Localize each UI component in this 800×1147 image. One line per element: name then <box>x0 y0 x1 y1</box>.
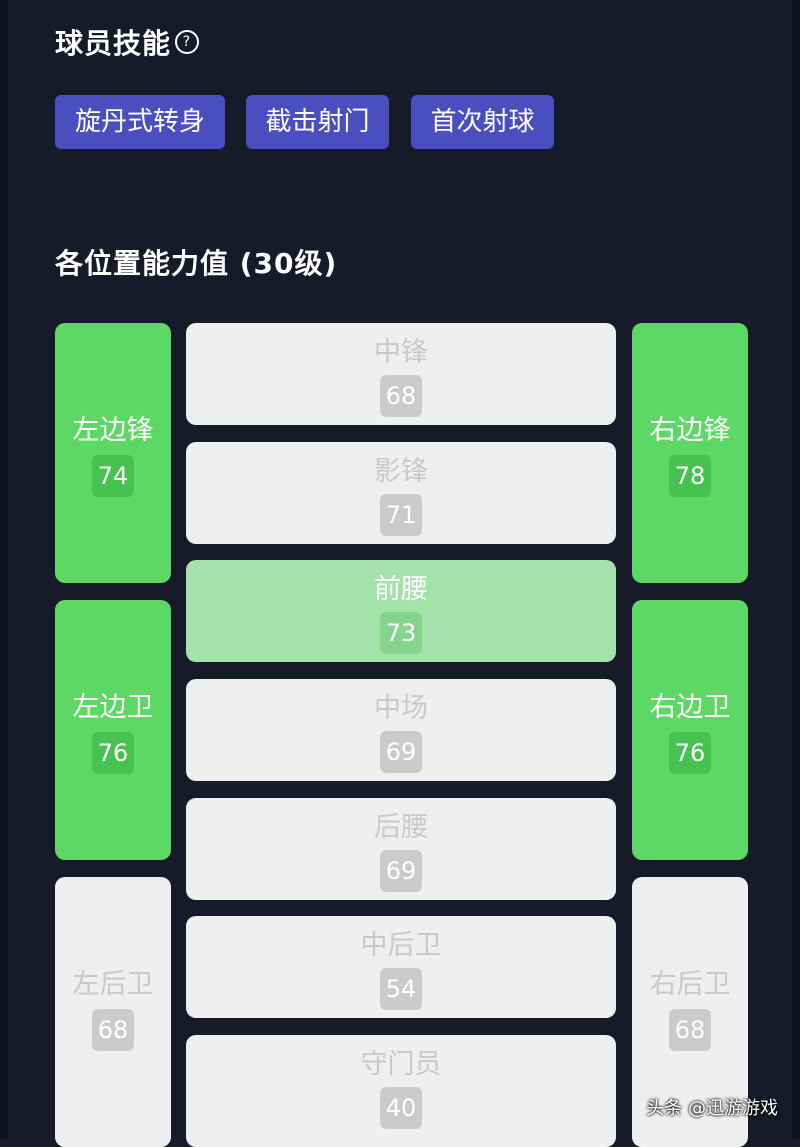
position-label: 左边锋 <box>72 415 154 446</box>
position-rating: 73 <box>380 612 422 654</box>
skill-chip-1[interactable]: 旋丹式转身 <box>55 95 225 149</box>
position-rating: 69 <box>380 850 422 892</box>
position-label: 右边锋 <box>649 415 731 446</box>
position-card-left-winger[interactable]: 左边锋 74 <box>55 323 171 583</box>
position-label: 守门员 <box>360 1049 442 1080</box>
position-card-second-striker[interactable]: 影锋 71 <box>186 442 616 544</box>
position-rating: 76 <box>92 732 134 774</box>
frame-edge <box>792 0 800 1138</box>
position-label: 右边卫 <box>649 692 731 723</box>
position-rating: 68 <box>380 375 422 417</box>
position-card-right-back-wide[interactable]: 右边卫 76 <box>632 600 748 860</box>
position-label: 右后卫 <box>649 969 731 1000</box>
position-label: 影锋 <box>374 456 428 487</box>
position-rating: 40 <box>380 1087 422 1129</box>
position-rating: 76 <box>669 732 711 774</box>
position-label: 中锋 <box>374 337 428 368</box>
position-label: 前腰 <box>374 574 428 605</box>
position-label: 左后卫 <box>72 969 154 1000</box>
skills-title: 球员技能 <box>55 27 172 60</box>
position-card-goalkeeper[interactable]: 守门员 40 <box>186 1035 616 1147</box>
frame-edge <box>0 0 8 1138</box>
position-rating: 71 <box>380 494 422 536</box>
position-rating: 74 <box>92 455 134 497</box>
position-label: 中后卫 <box>360 930 442 961</box>
help-icon[interactable]: ? <box>175 30 200 54</box>
position-rating: 69 <box>380 731 422 773</box>
position-card-defensive-mid[interactable]: 后腰 69 <box>186 798 616 900</box>
skill-chip-2[interactable]: 截击射门 <box>246 95 389 149</box>
position-rating: 78 <box>669 455 711 497</box>
skills-header: 球员技能? <box>55 22 200 62</box>
watermark: 头条 @迅游游戏 <box>646 1098 778 1119</box>
position-card-right-back[interactable]: 右后卫 68 <box>632 877 748 1147</box>
position-card-left-back[interactable]: 左后卫 68 <box>55 877 171 1147</box>
position-rating: 68 <box>669 1009 711 1051</box>
position-rating: 54 <box>380 968 422 1010</box>
position-label: 中场 <box>374 693 428 724</box>
position-card-central-mid[interactable]: 中场 69 <box>186 679 616 781</box>
position-label: 左边卫 <box>72 692 154 723</box>
position-label: 后腰 <box>374 812 428 843</box>
position-card-attacking-mid[interactable]: 前腰 73 <box>186 560 616 662</box>
position-card-right-winger[interactable]: 右边锋 78 <box>632 323 748 583</box>
position-rating: 68 <box>92 1009 134 1051</box>
position-card-left-back-wide[interactable]: 左边卫 76 <box>55 600 171 860</box>
skill-chip-3[interactable]: 首次射球 <box>411 95 554 149</box>
position-card-center-back[interactable]: 中后卫 54 <box>186 916 616 1018</box>
positions-title: 各位置能力值 (30级) <box>55 247 338 280</box>
position-card-striker[interactable]: 中锋 68 <box>186 323 616 425</box>
